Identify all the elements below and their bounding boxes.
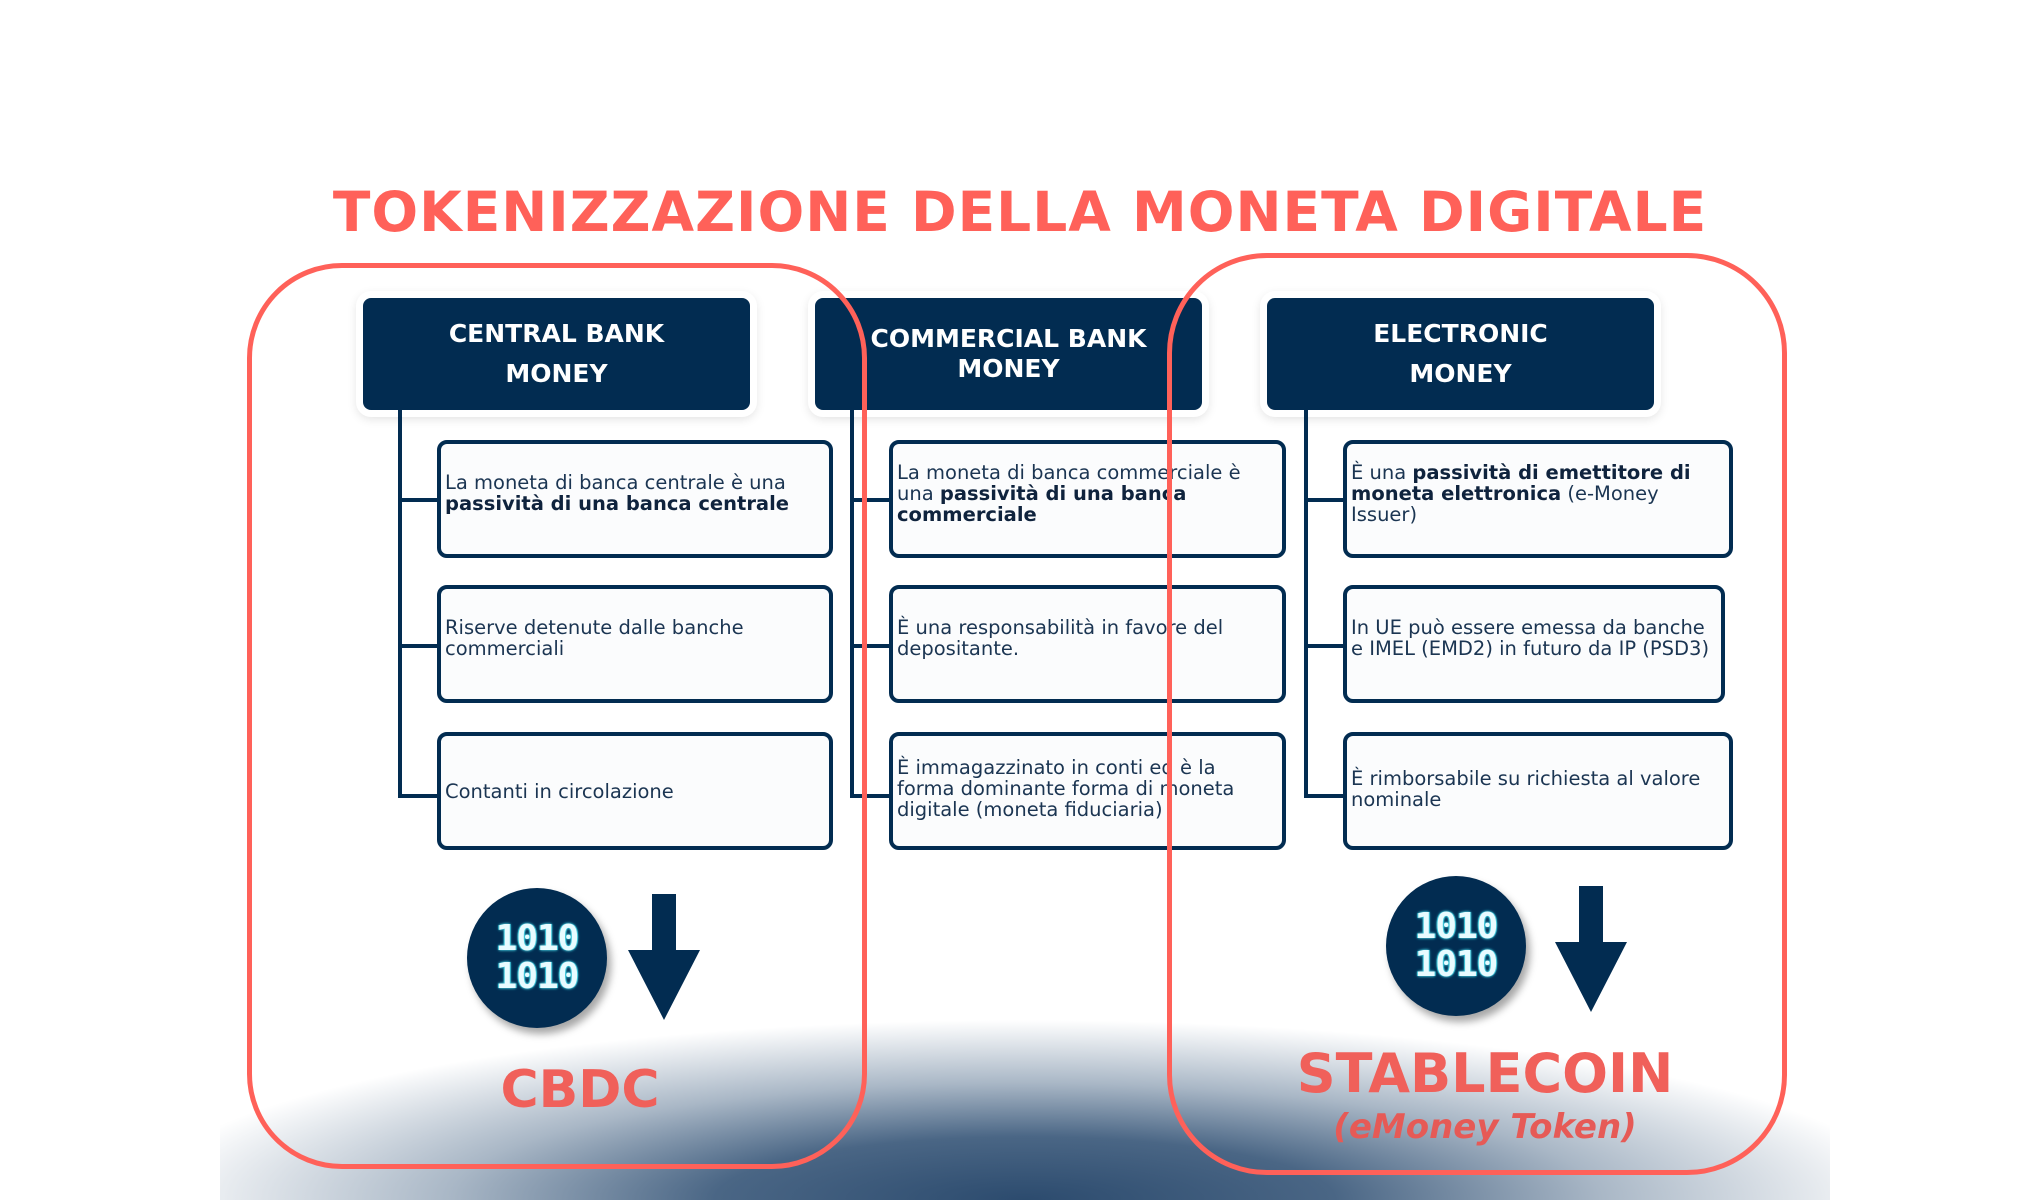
card-text-bold: passività di una banca commerciale — [897, 481, 1187, 526]
binary-text: 1010 — [1414, 906, 1499, 947]
tree-connector-branch — [850, 498, 890, 502]
card-text: È una — [1351, 460, 1413, 484]
card-text: È rimborsabile su richiesta al valore no… — [1351, 767, 1701, 811]
outcome-label-stablecoin: STABLECOIN — [1296, 1042, 1674, 1105]
card-text-bold: passività di una banca centrale — [445, 492, 790, 515]
card-text: La moneta di banca centrale è una — [445, 471, 786, 494]
card-text: È una responsabilità in favore del depos… — [897, 616, 1224, 660]
card-text: Riserve detenute dalle banche commercial… — [445, 616, 744, 660]
outcome-label-cbdc: CBDC — [500, 1060, 660, 1120]
tree-connector-branch — [398, 794, 438, 798]
tree-connector-branch — [1304, 794, 1344, 798]
binary-text: 1010 — [495, 956, 580, 997]
info-card: Contanti in circolazione — [437, 732, 833, 850]
card-text: In UE può essere emessa da banche e IMEL… — [1351, 616, 1710, 660]
tree-connector-branch — [850, 644, 890, 648]
card-text: Contanti in circolazione — [445, 779, 674, 803]
info-card: È immagazzinato in conti ed è la forma d… — [889, 732, 1286, 850]
arrow-down-icon — [628, 894, 700, 1020]
tree-connector-branch — [1304, 644, 1344, 648]
info-card: È rimborsabile su richiesta al valore no… — [1343, 732, 1733, 850]
binary-coin-icon: 1010 1010 — [1386, 876, 1526, 1016]
info-card: È una responsabilità in favore del depos… — [889, 585, 1286, 703]
info-card: È una passività di emettitore di moneta … — [1343, 440, 1733, 558]
tree-connector-line — [850, 410, 854, 798]
info-card: Riserve detenute dalle banche commercial… — [437, 585, 833, 703]
arrow-down-icon — [1555, 886, 1627, 1012]
binary-text: 1010 — [495, 918, 580, 959]
card-text-bold: passività di emettitore di moneta elettr… — [1351, 460, 1691, 505]
diagram-title: TOKENIZZAZIONE DELLA MONETA DIGITALE — [332, 180, 1708, 244]
info-card: La moneta di banca commerciale è una pas… — [889, 440, 1286, 558]
header-commercial-bank-money: COMMERCIAL BANK MONEY — [815, 298, 1202, 410]
tree-connector-branch — [398, 498, 438, 502]
outcome-sublabel-emoney-token: (eMoney Token) — [1333, 1107, 1637, 1147]
header-electronic-money: ELECTRONIC MONEY — [1267, 298, 1654, 410]
card-text: È immagazzinato in conti ed è la forma d… — [897, 755, 1235, 821]
card-text: (e-Money Issuer) — [1351, 481, 1659, 526]
tree-connector-branch — [850, 794, 890, 798]
info-card: In UE può essere emessa da banche e IMEL… — [1343, 585, 1725, 703]
tree-connector-branch — [398, 644, 438, 648]
card-text: La moneta di banca commerciale è una — [897, 460, 1241, 505]
tree-connector-line — [398, 410, 402, 798]
info-card: La moneta di banca centrale è una passiv… — [437, 440, 833, 558]
tree-connector-line — [1304, 410, 1308, 798]
binary-text: 1010 — [1414, 944, 1499, 985]
tree-connector-branch — [1304, 498, 1344, 502]
binary-coin-icon: 1010 1010 — [467, 888, 607, 1028]
header-central-bank-money: CENTRAL BANK MONEY — [363, 298, 750, 410]
